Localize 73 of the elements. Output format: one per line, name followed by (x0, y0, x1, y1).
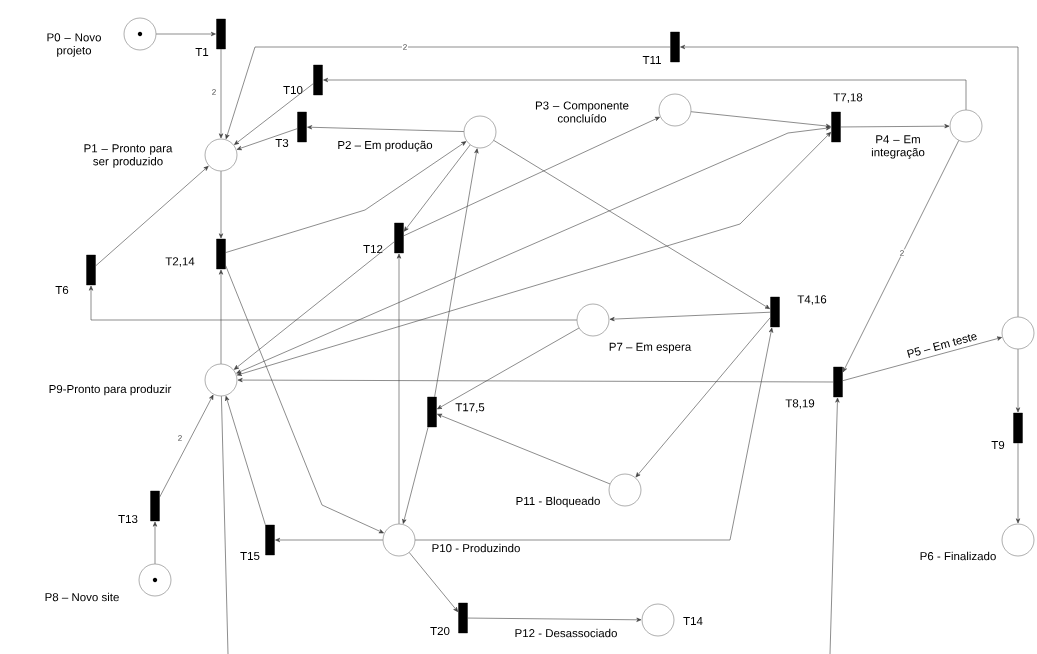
arrow (234, 83, 314, 145)
transition-label: T3 (275, 138, 289, 148)
transition-label: T10 (283, 85, 303, 95)
arrow (225, 265, 384, 534)
arrow (842, 140, 960, 373)
arrow (1015, 348, 1021, 413)
transition-label: T13 (118, 514, 138, 524)
arrow (842, 336, 1002, 382)
transition-label: T17,5 (455, 403, 485, 413)
arrow (275, 537, 384, 543)
arrow (396, 253, 402, 525)
arrow (434, 148, 479, 398)
arrow (493, 140, 770, 310)
arrow (437, 327, 580, 410)
arrow (402, 426, 429, 524)
transition-label: T4,16 (797, 295, 827, 305)
place-label: P2 – Em produção (338, 140, 433, 152)
transition-label: T15 (240, 552, 260, 560)
place-label: P3 – Componente concluído (535, 101, 629, 123)
arrow (307, 125, 465, 132)
arrow (218, 170, 224, 239)
place-label: P6 - Finalizado (920, 551, 996, 561)
place-label: P9-Pronto para produzir (49, 384, 172, 396)
arrow (467, 617, 642, 622)
transition-label: T7,18 (833, 93, 863, 103)
arrow (437, 413, 611, 485)
place-label: P1 – Pronto para ser produzido (84, 144, 173, 168)
arrow (237, 377, 834, 383)
arrow (403, 144, 471, 232)
arrow (403, 116, 660, 237)
place-label: P8 – Novo site (45, 592, 119, 602)
edge-label: 2 (177, 434, 184, 442)
arrow (234, 241, 395, 370)
place-label: P12 - Desassociado (515, 628, 617, 638)
arrow (829, 397, 840, 654)
arrow (159, 394, 214, 498)
transition-label: T14 (683, 617, 703, 625)
arrow (152, 521, 158, 565)
place-label: P11 - Bloqueado (516, 496, 600, 508)
arrow (414, 327, 774, 541)
transition-label: T20 (430, 626, 450, 636)
place-label: P5 – Em teste (907, 334, 977, 358)
arrow (225, 141, 467, 253)
arrow (236, 128, 298, 151)
transition-label: T11 (642, 56, 661, 64)
arrow (408, 552, 459, 612)
arrow (95, 165, 209, 267)
arrow (690, 111, 831, 129)
arrow (635, 317, 771, 478)
arrow (218, 269, 224, 365)
place-label: P0 – Novo projeto (47, 33, 101, 57)
arrow (609, 311, 771, 322)
arrow (323, 77, 967, 111)
arrow (840, 124, 950, 129)
place-label: P7 – Em espera (609, 342, 692, 354)
arrow (225, 46, 671, 140)
arrow (88, 285, 578, 321)
arrow (1015, 442, 1021, 524)
transition-label: T1 (195, 48, 209, 56)
arrow (680, 44, 1019, 318)
transition-label: T2,14 (165, 257, 195, 267)
edge-label: 2 (402, 43, 409, 51)
transition-label: T8,19 (785, 399, 815, 409)
edge-label: 2 (211, 88, 218, 96)
arrow (155, 31, 216, 37)
edge-label: 2 (899, 249, 906, 257)
arrow (225, 395, 266, 526)
transition-label: T6 (55, 285, 69, 295)
transition-label: T9 (991, 440, 1005, 450)
arrow (218, 48, 224, 139)
transition-label: T12 (363, 245, 383, 253)
place-label: P4 – Em integração (871, 135, 925, 159)
place-label: P10 - Produzindo (432, 543, 520, 553)
